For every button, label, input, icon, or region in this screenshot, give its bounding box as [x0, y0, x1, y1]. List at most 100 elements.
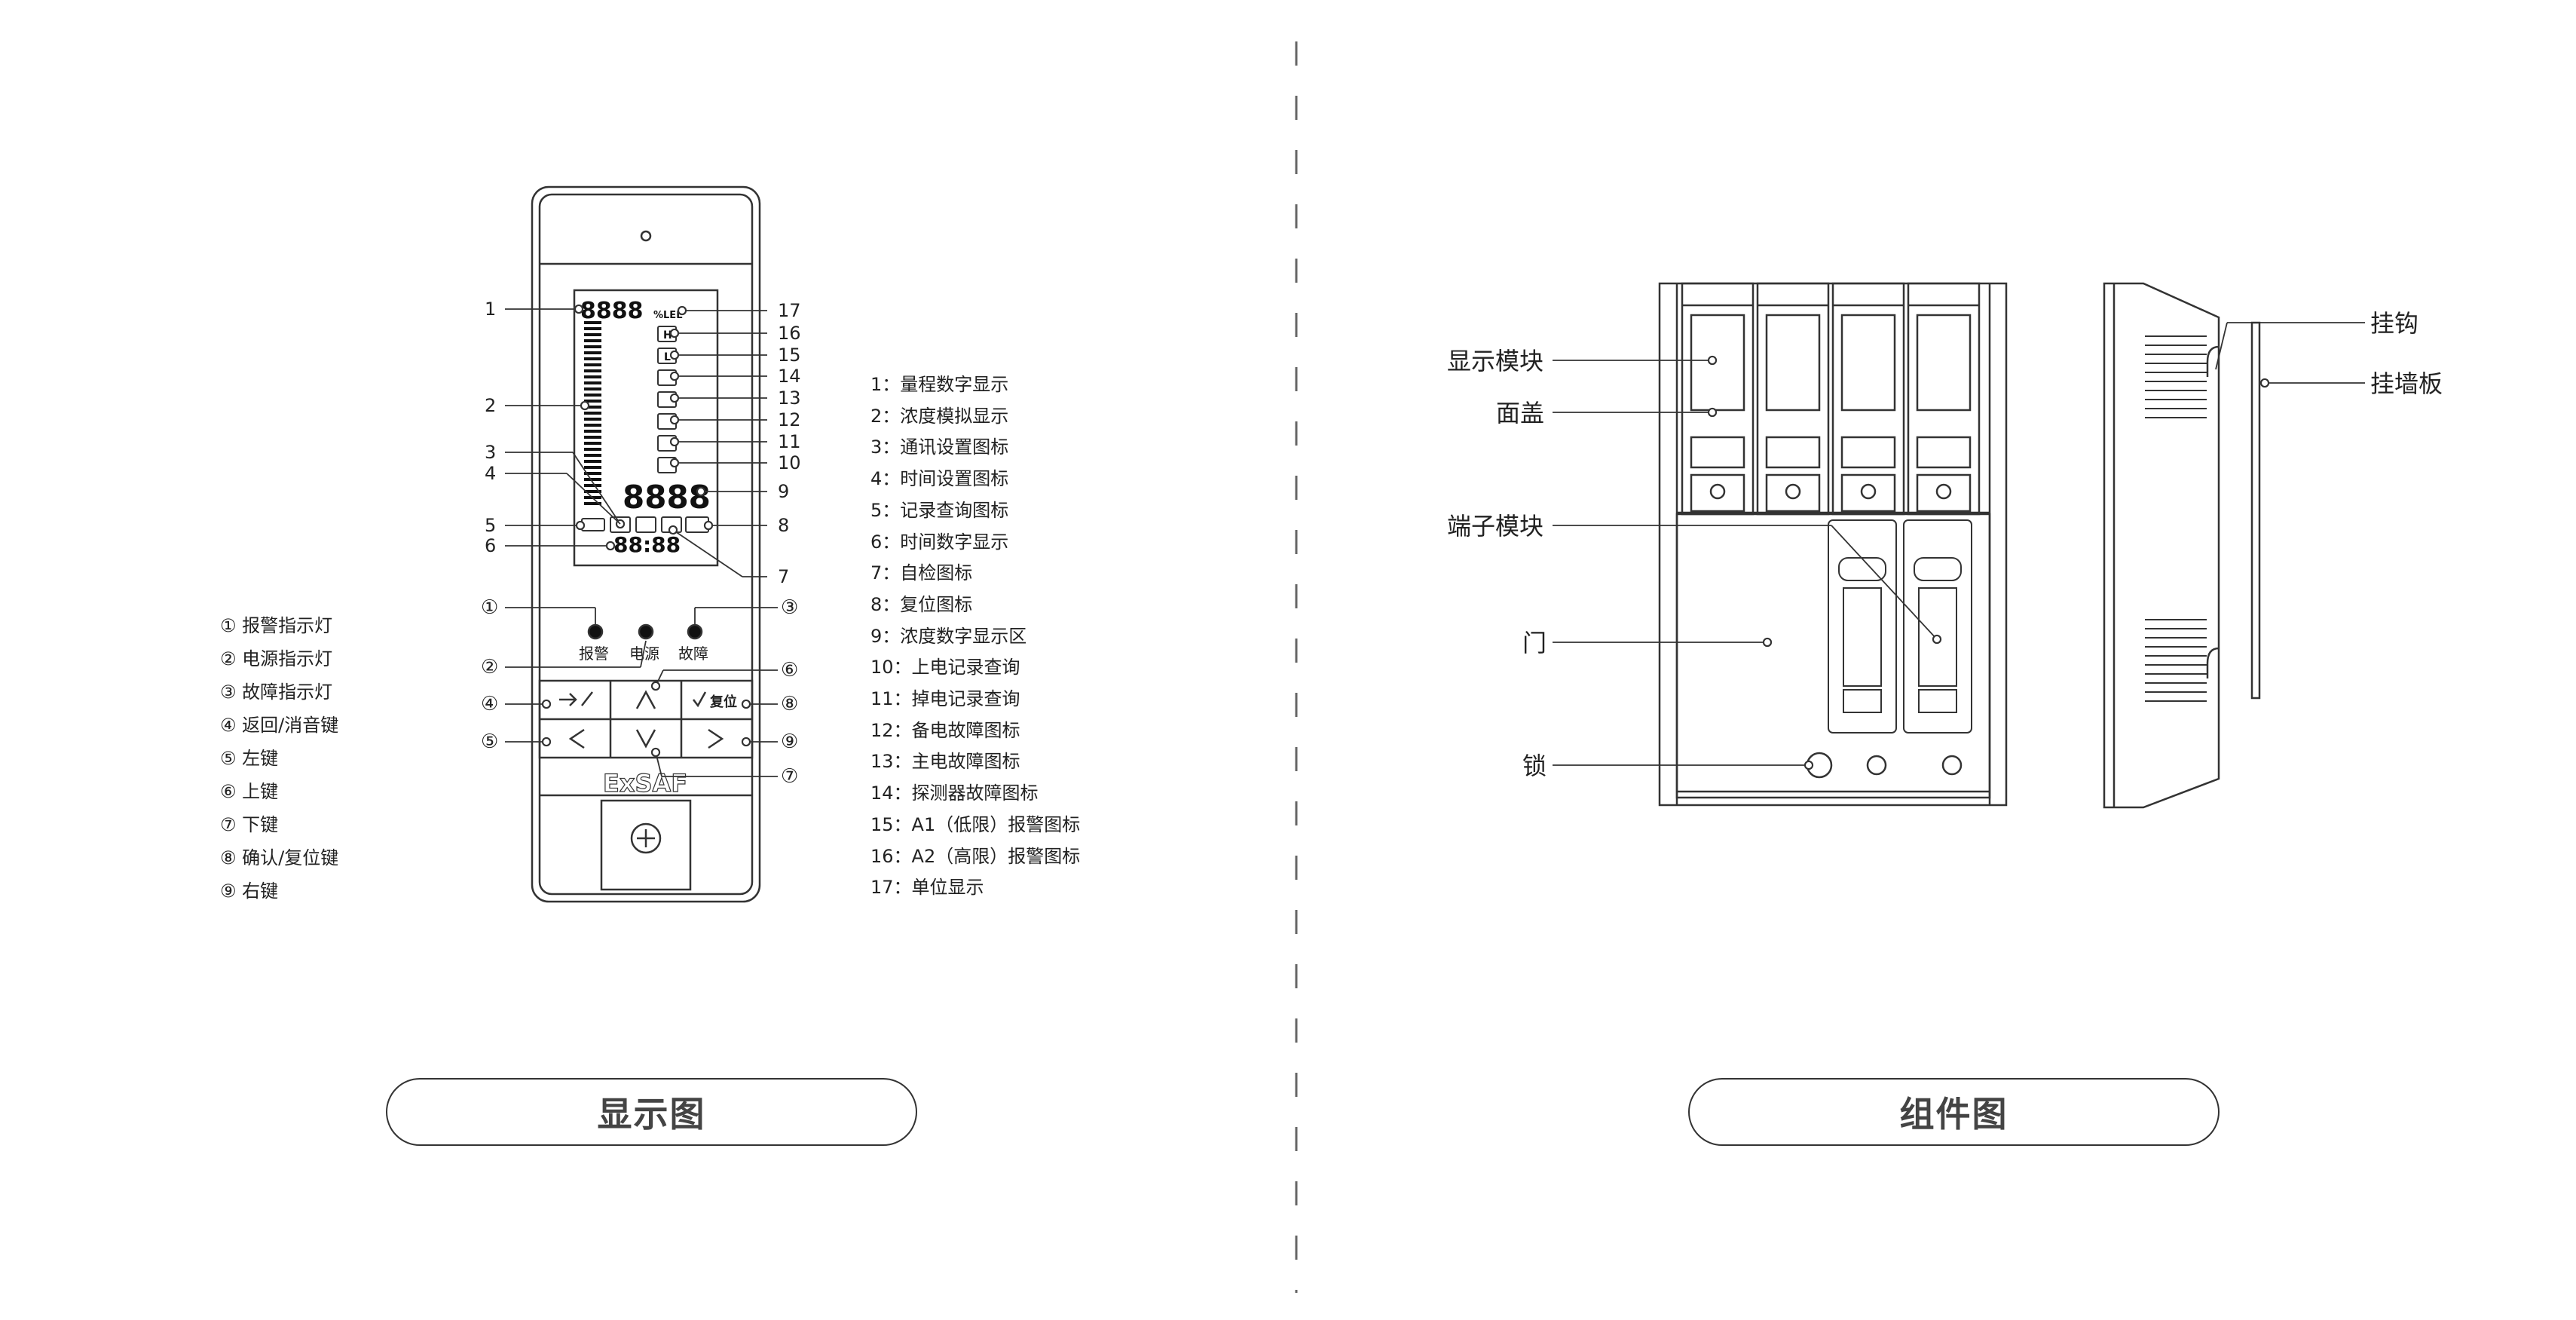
cabinet-side — [2103, 282, 2261, 809]
circled-callout-7: ⑦ — [781, 765, 798, 788]
lcd-window — [573, 289, 719, 567]
confirm-reset-key[interactable] — [693, 691, 707, 708]
legend-item: 8：复位图标 — [870, 593, 973, 615]
legend-item: 3：通讯设置图标 — [870, 436, 1009, 458]
lcd-range-digits: 8888 — [580, 298, 644, 324]
terminal-module-2 — [1903, 519, 1972, 734]
down-key[interactable] — [635, 729, 656, 749]
left-key[interactable] — [568, 728, 585, 749]
callout-9: 9 — [778, 481, 789, 502]
callout-6: 6 — [485, 535, 496, 556]
label-wall-plate: 挂墙板 — [2370, 369, 2443, 398]
label-lock: 锁 — [1522, 752, 1547, 780]
key-glyphs — [559, 690, 724, 749]
fault-led — [687, 623, 703, 640]
callout-1: 1 — [485, 299, 496, 320]
legend-item: ⑧ 确认/复位键 — [220, 847, 339, 868]
circled-callout-5: ⑤ — [481, 730, 498, 753]
component-leader-lines — [1553, 322, 2365, 770]
lock-plate — [600, 799, 692, 891]
callout-17: 17 — [778, 300, 801, 321]
legend-item: 2：浓度模拟显示 — [870, 405, 1009, 427]
legend-item: 16：A2（高限）报警图标 — [870, 845, 1081, 867]
circled-callout-4: ④ — [481, 693, 498, 715]
component-view-title: 组件图 — [1688, 1078, 2220, 1146]
vent-slots-top — [2145, 335, 2207, 418]
legend-item: ⑨ 右键 — [220, 881, 279, 902]
lcd-h-icon: H — [663, 329, 672, 341]
legend-item: ④ 返回/消音键 — [220, 715, 339, 736]
hook — [2206, 345, 2220, 377]
lcd-l-icon: L — [664, 351, 671, 363]
callout-10: 10 — [778, 452, 801, 473]
circled-callout-3: ③ — [781, 596, 798, 619]
callout-5: 5 — [485, 515, 496, 536]
legend-item: 12：备电故障图标 — [870, 719, 1020, 741]
vent-slots-bottom — [2145, 619, 2207, 702]
circled-callout-9: ⑨ — [781, 730, 798, 753]
label-door: 门 — [1522, 629, 1547, 657]
legend-item: 4：时间设置图标 — [870, 468, 1009, 490]
callout-16: 16 — [778, 323, 801, 344]
lcd-unit: %LEL — [653, 310, 682, 321]
up-key[interactable] — [635, 690, 656, 709]
legend-item: ⑤ 左键 — [220, 748, 279, 769]
display-module-1 — [1681, 282, 1755, 516]
bar-graph — [584, 321, 601, 505]
lcd-icon-column — [657, 326, 677, 473]
callout-11: 11 — [778, 431, 801, 452]
callout-lines — [505, 304, 767, 577]
top-indicator-hole — [640, 230, 652, 242]
callout-8: 8 — [778, 515, 789, 536]
label-display-module: 显示模块 — [1447, 347, 1543, 375]
legend-item: 14：探测器故障图标 — [870, 783, 1039, 804]
legend-item: 17：单位显示 — [870, 877, 984, 899]
legend-item: 15：A1（低限）报警图标 — [870, 813, 1081, 835]
power-led — [638, 623, 654, 640]
label-hook: 挂钩 — [2370, 309, 2418, 338]
display-module-4 — [1907, 282, 1981, 516]
circled-callout-6: ⑥ — [781, 659, 798, 681]
circled-callout-8: ⑧ — [781, 693, 798, 715]
alarm-led — [587, 623, 604, 640]
callout-7: 7 — [778, 566, 789, 587]
label-terminal-module: 端子模块 — [1447, 512, 1543, 541]
cabinet-lock[interactable] — [1806, 752, 1833, 779]
legend-item: ② 电源指示灯 — [220, 648, 333, 669]
cabinet-front — [1658, 282, 2008, 807]
terminal-module-1 — [1828, 519, 1897, 734]
callout-14: 14 — [778, 366, 801, 387]
callout-12: 12 — [778, 409, 801, 430]
button-legend: ① 报警指示灯 ② 电源指示灯 ③ 故障指示灯 ④ 返回/消音键 ⑤ 左键 ⑥ … — [220, 609, 338, 908]
display-module-3 — [1831, 282, 1905, 516]
callout-15: 15 — [778, 345, 801, 366]
lcd-time-digits: 88:88 — [613, 532, 681, 557]
label-face-cover: 面盖 — [1496, 399, 1544, 427]
callout-2: 2 — [485, 395, 496, 416]
right-key[interactable] — [708, 728, 724, 749]
legend-item: 7：自检图标 — [870, 562, 973, 584]
legend-item: 13：主电故障图标 — [870, 751, 1020, 773]
display-device — [531, 185, 761, 903]
led-label-fault: 故障 — [678, 645, 708, 663]
led-label-alarm: 报警 — [579, 645, 609, 663]
circled-callout-lines — [505, 607, 778, 777]
display-view-title: 显示图 — [386, 1078, 917, 1146]
circled-callout-1: ① — [481, 596, 498, 619]
wall-plate — [2250, 321, 2261, 700]
confirm-key-label: 复位 — [709, 694, 737, 710]
legend-item: 10：上电记录查询 — [870, 657, 1020, 678]
legend-item: 5：记录查询图标 — [870, 499, 1009, 521]
legend-item: ⑥ 上键 — [220, 781, 279, 802]
callout-13: 13 — [778, 387, 801, 409]
brand-logo: ExSAF — [603, 769, 687, 798]
display-module-2 — [1756, 282, 1830, 516]
legend-item: ⑦ 下键 — [220, 814, 279, 835]
lcd-conc-digits: 8888 — [623, 479, 711, 516]
legend-item: 9：浓度数字显示区 — [870, 625, 1027, 647]
legend-item: 1：量程数字显示 — [870, 374, 1009, 395]
callout-4: 4 — [485, 463, 496, 484]
callout-3: 3 — [485, 442, 496, 463]
back-mute-key[interactable] — [559, 691, 593, 706]
